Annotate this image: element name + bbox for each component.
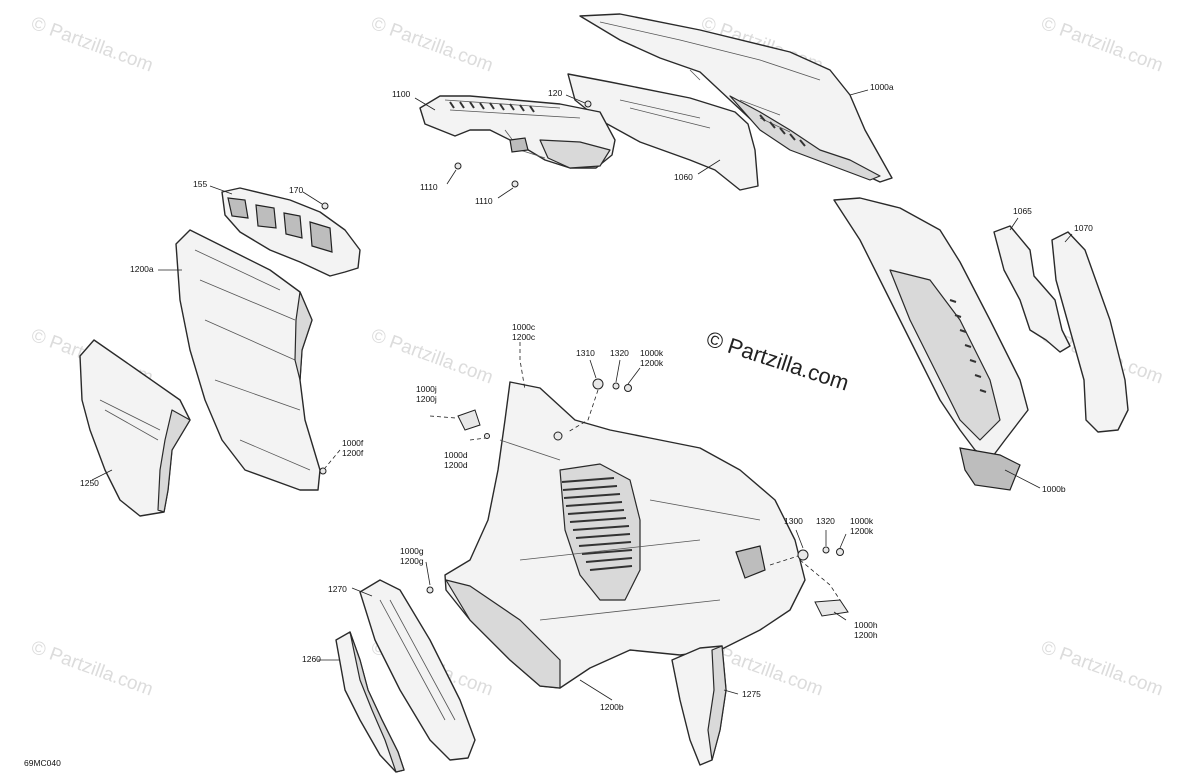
callout-1000f: 1000f [342,438,364,448]
drawing-code: 69MC040 [24,758,61,768]
callout-1250: 1250 [80,478,99,488]
callout-1110-a: 1110 [420,182,438,192]
callout-1320-a: 1320 [610,348,629,358]
callout-1000k-a: 1000k [640,348,664,358]
clip-icon [457,409,481,431]
watermark: © Partzilla.com [28,637,155,701]
part-1260-bracket [335,631,405,773]
washer-icon [822,546,830,554]
watermark: © Partzilla.com [1038,13,1165,77]
fastener-icon [584,100,592,108]
fastener-icon [592,378,604,390]
callout-155: 155 [193,179,207,189]
callout-1000h: 1000h [854,620,878,630]
part-1070-trim [1051,231,1129,433]
watermark: © Partzilla.com [368,325,495,389]
fastener-icon [454,162,462,170]
washer-icon [612,382,620,390]
callout-170: 170 [289,185,303,195]
part-1275-lower-trim [671,645,727,766]
fastener-icon [553,431,563,441]
callout-1070: 1070 [1074,223,1093,233]
watermark: © Partzilla.com [28,13,155,77]
callout-1200f: 1200f [342,448,364,458]
clip-icon [814,599,849,617]
callout-1000c: 1000c [512,322,536,332]
callout-1065: 1065 [1013,206,1032,216]
callout-1260: 1260 [302,654,321,664]
callout-1110-b: 1110 [475,196,493,206]
callout-1200j: 1200j [416,394,437,404]
part-1270-lower-panel [359,579,476,761]
leader-lines [91,89,1073,701]
part-155-vent-grille [221,187,361,277]
callout-1200k-a: 1200k [640,358,664,368]
callout-1100: 1100 [392,89,411,99]
fastener-icon [511,180,519,188]
callout-1000a: 1000a [870,82,894,92]
part-1065-bracket [993,225,1071,353]
callout-1310: 1310 [576,348,595,358]
fastener-icon [319,467,327,475]
watermark: © Partzilla.com [368,13,495,77]
callout-1200g: 1200g [400,556,424,566]
fastener-icon [321,202,329,210]
part-1100-bracket [419,95,616,169]
callout-1000d: 1000d [444,450,468,460]
callout-1000j: 1000j [416,384,437,394]
callout-labels: 1100 120 1000a 1060 1110 1110 155 170 12… [80,82,1093,712]
callout-1320-b: 1320 [816,516,835,526]
watermark: © Partzilla.com [1038,637,1165,701]
callout-1060: 1060 [674,172,693,182]
callout-1200b: 1200b [600,702,624,712]
callout-120: 120 [548,88,562,98]
nut-icon [624,384,632,392]
fastener-icon [426,586,434,594]
fastener-icon [797,549,809,561]
part-1200a-left-shell [175,229,321,491]
callout-1270: 1270 [328,584,347,594]
nut-icon [836,548,844,556]
callout-1000g: 1000g [400,546,424,556]
callout-1300: 1300 [784,516,803,526]
fastener-icon [484,433,490,439]
callout-1000k-b: 1000k [850,516,874,526]
callout-1200h: 1200h [854,630,878,640]
callout-1000b: 1000b [1042,484,1066,494]
part-1000a-top-panel [579,13,893,183]
callout-1200k-b: 1200k [850,526,874,536]
hardware-group [319,100,849,617]
callout-1200d: 1200d [444,460,468,470]
callout-1200a: 1200a [130,264,154,274]
part-1200b-main-body [444,381,806,689]
callout-1275: 1275 [742,689,761,699]
callout-1200c: 1200c [512,332,536,342]
part-1000b-right-panel [833,197,1029,491]
watermark-main: © Partzilla.com [703,326,852,396]
